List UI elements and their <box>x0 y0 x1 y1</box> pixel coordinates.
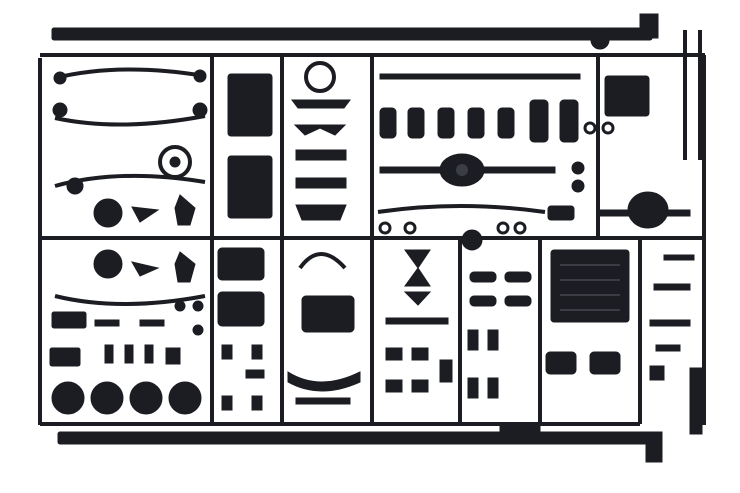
small-rings <box>378 121 615 235</box>
radiator-grid <box>560 264 620 311</box>
bottom-wheels <box>51 381 202 415</box>
hourglass-brackets <box>385 249 449 325</box>
rear-axle <box>377 153 556 214</box>
shock-absorbers <box>379 73 581 143</box>
right-column-bits <box>649 254 703 435</box>
crossmembers <box>287 99 361 405</box>
small-cylinders-col2 <box>221 344 265 411</box>
chassis-rail-bottom <box>57 425 663 463</box>
radiator-block <box>545 249 630 375</box>
hub-ring <box>158 145 192 179</box>
frame-runners <box>38 30 706 426</box>
small-left-parts <box>49 300 204 367</box>
mid-brackets <box>385 229 532 399</box>
gear-ring <box>304 61 336 93</box>
chassis-rail-top <box>51 13 659 50</box>
fuel-tanks <box>217 73 273 327</box>
spring-eyes <box>52 69 208 195</box>
wheel-hubs <box>93 194 196 283</box>
front-axle <box>547 75 691 229</box>
